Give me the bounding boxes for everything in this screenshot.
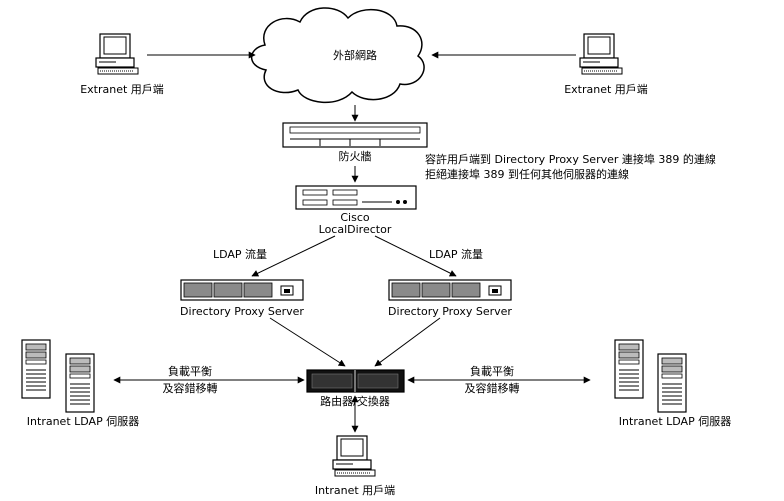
ldap-traffic-left-label: LDAP 流量 [212,248,268,261]
extranet-left-pc-icon [95,33,139,75]
proxy-left-icon [180,279,304,301]
firewall-note-line2: 拒絕連接埠 389 到任何其他伺服器的連線 [425,168,629,181]
firewall-icon [282,122,428,148]
intranet-ldap-left-label: Intranet LDAP 伺服器 [26,415,140,428]
cisco-localdirector-icon [295,185,417,210]
intranet-client-pc-icon [332,435,376,477]
router-switch-icon [306,369,405,393]
firewall-note-line1: 容許用戶端到 Directory Proxy Server 連接埠 389 的連… [425,153,716,166]
proxy-right-icon [388,279,512,301]
lb-right-line1: 負載平衡 [470,365,514,378]
intranet-client-label: Intranet 用戶端 [314,484,396,497]
cisco-label-line2: LocalDirector [318,223,392,236]
ldap-traffic-right-label: LDAP 流量 [428,248,484,261]
lb-left-line1: 負載平衡 [168,365,212,378]
intranet-ldap-right-server-icon-2 [657,353,687,413]
intranet-ldap-right-server-icon-1 [614,339,644,399]
arrow-cisco-to-proxy-right [374,235,457,277]
lb-left-line2: 及容錯移轉 [162,382,218,395]
arrow-cisco-to-proxy-left [251,235,336,277]
proxy-left-label: Directory Proxy Server [180,305,304,318]
firewall-label: 防火牆 [338,150,372,163]
cloud-label: 外部網路 [333,49,377,62]
intranet-ldap-right-label: Intranet LDAP 伺服器 [618,415,732,428]
intranet-ldap-left-server-icon-1 [21,339,51,399]
extranet-right-label: Extranet 用戶端 [564,83,648,96]
router-label: 路由器/交換器 [320,395,390,408]
proxy-right-label: Directory Proxy Server [388,305,512,318]
intranet-ldap-left-server-icon-2 [65,353,95,413]
extranet-right-pc-icon [579,33,623,75]
arrow-proxy-right-to-router [374,317,441,367]
cisco-label-line1: Cisco [340,211,370,224]
firewall-note: 容許用戶端到 Directory Proxy Server 連接埠 389 的連… [425,152,716,182]
extranet-left-label: Extranet 用戶端 [80,83,164,96]
lb-right-line2: 及容錯移轉 [464,382,520,395]
arrow-proxy-left-to-router [269,317,346,367]
cloud-shape [250,7,425,104]
